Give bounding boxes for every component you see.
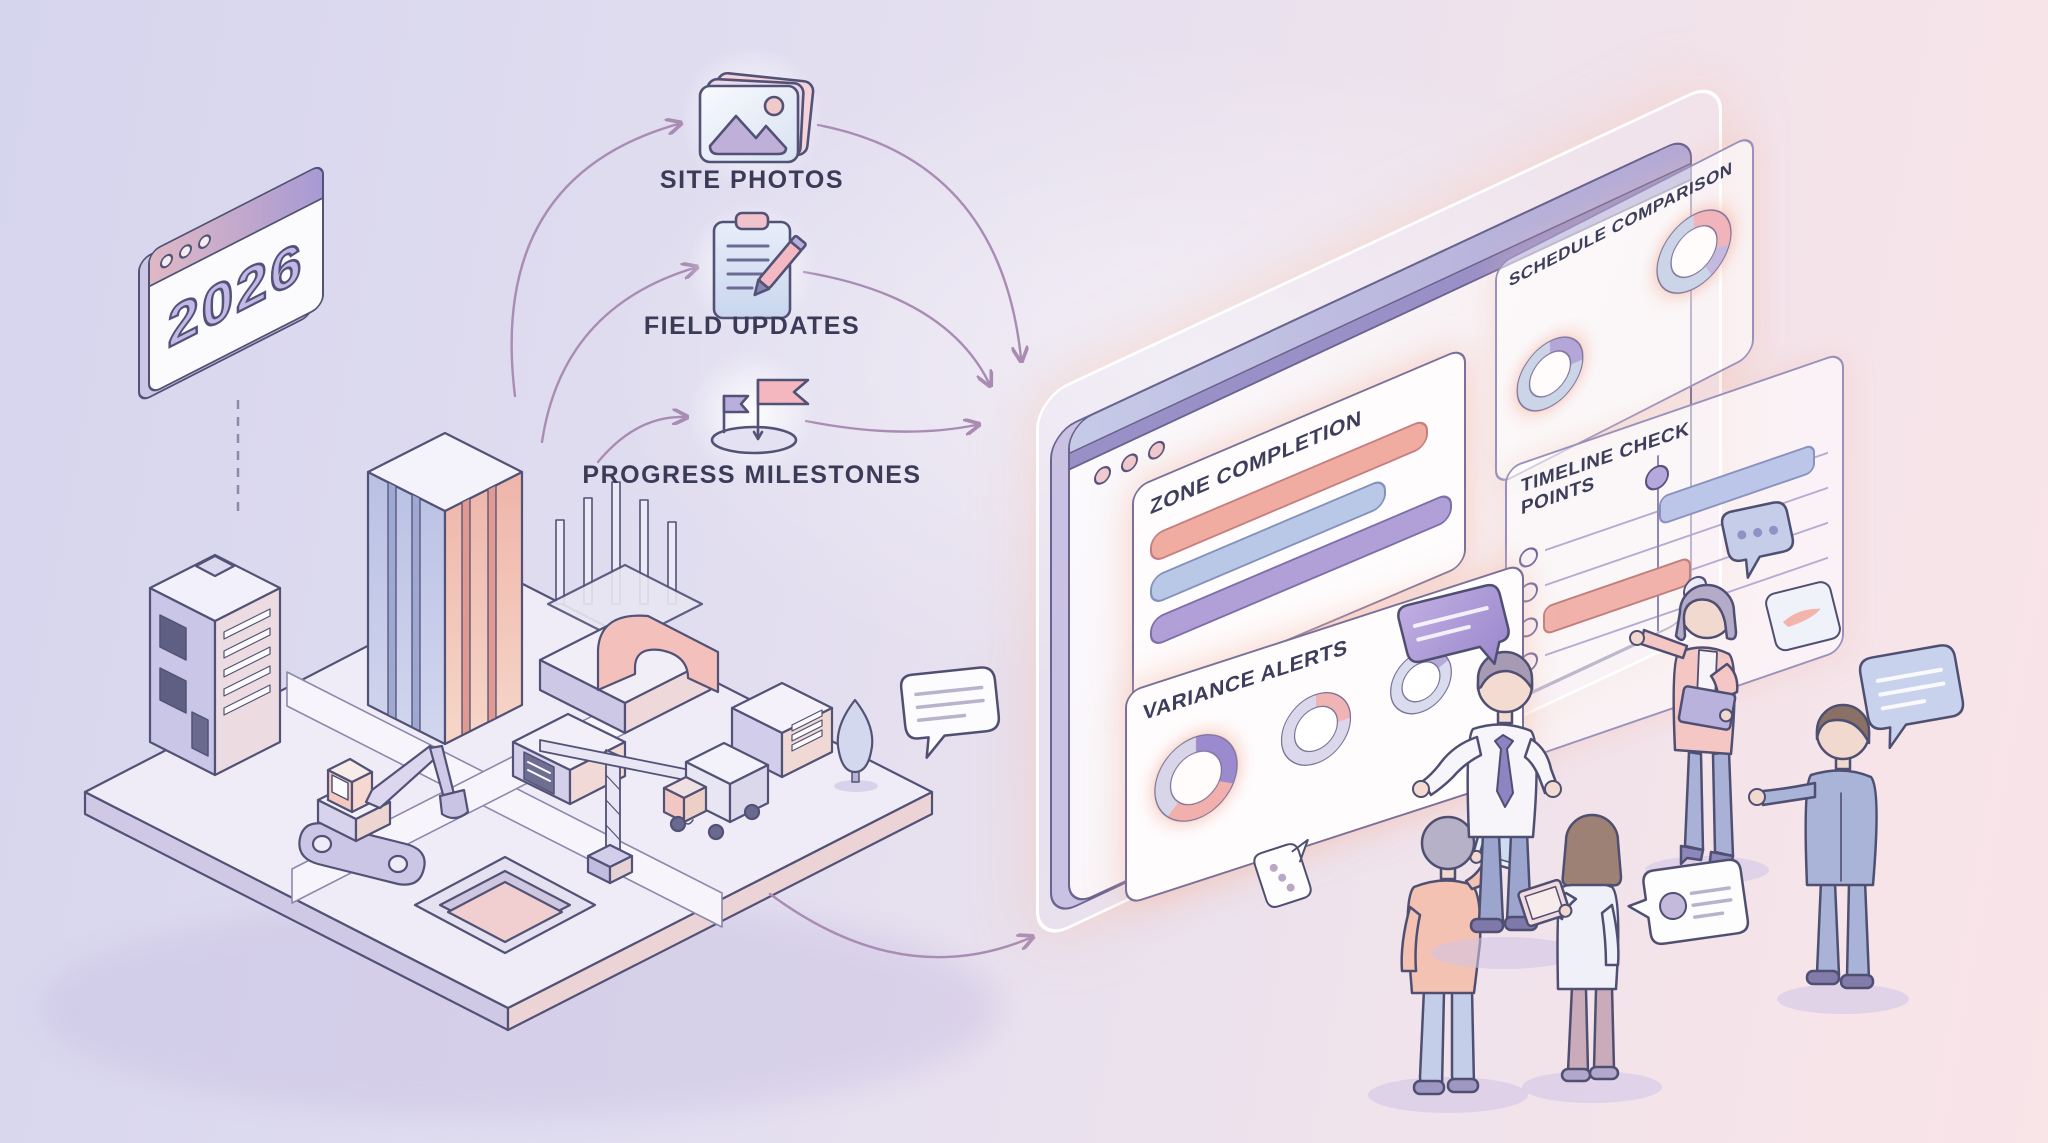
person-woman-presenting: [1629, 583, 1769, 884]
arrow-milestones-to-dashboard: [804, 421, 976, 432]
label-site-photos: SITE PHOTOS: [659, 166, 845, 194]
construction-site: [83, 431, 934, 1032]
note-bubble-right: [1627, 858, 1750, 946]
small-typing-bubble: [1253, 838, 1312, 908]
warehouse: [511, 712, 627, 806]
milestone-flags-icon: [710, 378, 810, 455]
generator-box: [730, 681, 834, 779]
arrow-site-to-dashboard-bottom: [768, 892, 1030, 959]
speech-bubble-purple: [1397, 583, 1510, 666]
clipboard-pencil-icon: [712, 211, 807, 320]
note-bubble-left: [899, 666, 1001, 759]
donut-chart-planned: [1511, 315, 1589, 433]
card-pink-sketch: [1765, 581, 1841, 652]
flow-arrows: [510, 123, 1030, 959]
arrow-photos-to-dashboard: [816, 123, 1021, 358]
foundation-pit: [413, 855, 597, 955]
tower-crane: [539, 739, 701, 885]
person-man-presenting: [1412, 650, 1579, 969]
donut-chart-actual: [1650, 185, 1738, 318]
label-progress-milestones: PROGRESS MILESTONES: [582, 461, 922, 489]
tablet-icon: [1517, 878, 1573, 928]
truck: [662, 741, 770, 841]
speech-bubble-blue: [1858, 644, 1965, 750]
panel-schedule-comparison: SCHEDULE COMPARISON: [1495, 133, 1754, 488]
donut-chart-alert-1: [1147, 713, 1245, 843]
tree: [834, 698, 878, 792]
arch-structure: [596, 614, 720, 694]
arrow-site-to-milestones: [596, 417, 684, 464]
arrow-site-to-photos: [510, 124, 678, 398]
building-tower-left: [148, 553, 282, 777]
excavator: [298, 744, 470, 886]
speech-bubble-typing-dots: [1720, 501, 1795, 579]
person-man-in-suit: [1748, 703, 1909, 1014]
donut-chart-alert-2: [1275, 675, 1357, 784]
stacked-photos-icon: [698, 71, 815, 164]
person-woman-holding-tablet: [1517, 813, 1662, 1103]
building-tower-tall: [366, 431, 524, 746]
arrow-updates-to-dashboard: [802, 270, 989, 383]
label-field-updates: FIELD UPDATES: [643, 312, 861, 340]
arrow-site-to-updates: [540, 268, 694, 444]
clipboard-tablet-icon: [1677, 685, 1737, 731]
